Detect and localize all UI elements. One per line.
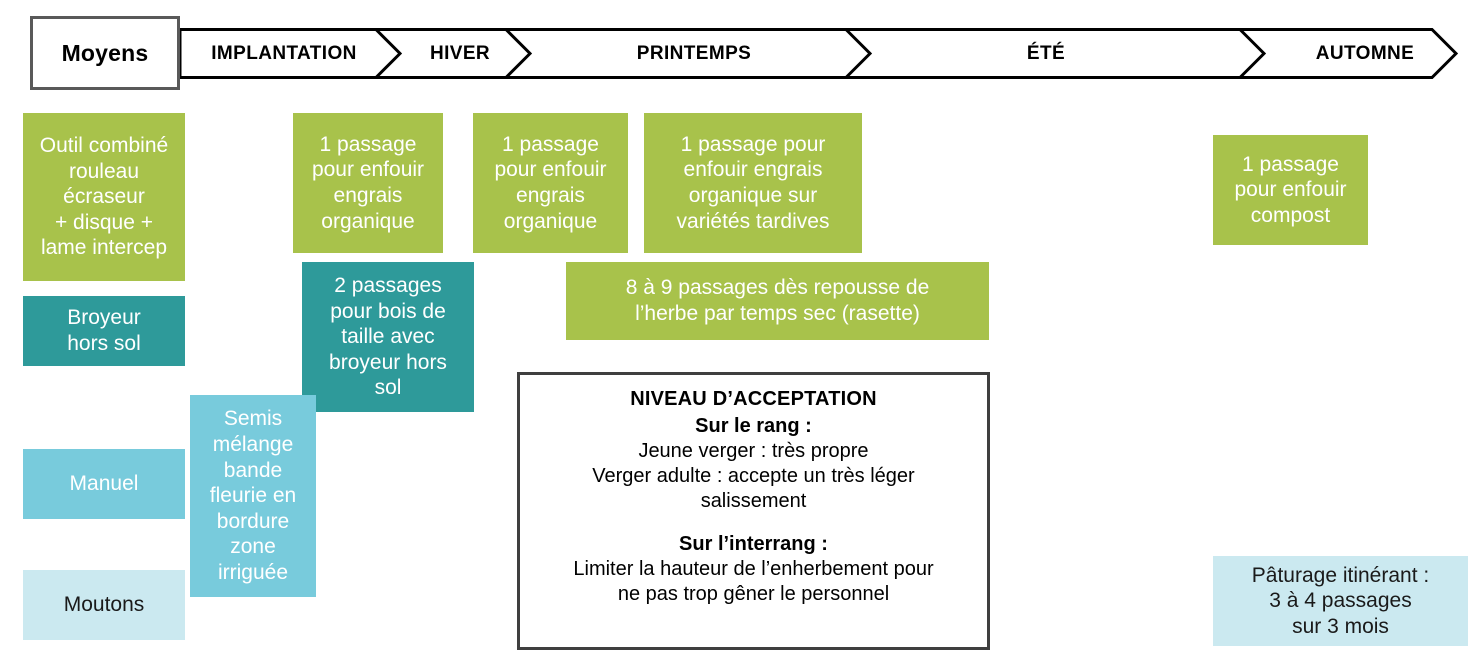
timeline-stage-printemps[interactable]: PRINTEMPS: [636, 42, 752, 64]
acceptance-section1-title: Sur le rang :: [695, 415, 812, 437]
chevron-divider-4: [1238, 28, 1267, 79]
task-block-semis-melange-bande-fleurie[interactable]: Semis mélange bande fleurie en bordure z…: [190, 395, 316, 597]
timeline-stage-implantation[interactable]: IMPLANTATION: [211, 42, 357, 64]
means-block-outil-combine[interactable]: Outil combiné rouleau écraseur + disque …: [23, 113, 185, 281]
timeline-banner: [180, 28, 1460, 79]
means-block-moutons[interactable]: Moutons: [23, 570, 185, 640]
timeline-stage-hiver[interactable]: HIVER: [429, 42, 491, 64]
means-block-broyeur-hors-sol[interactable]: Broyeur hors sol: [23, 296, 185, 366]
chevron-divider-1: [374, 28, 403, 79]
chevron-divider-2: [504, 28, 533, 79]
chevron-divider-3: [844, 28, 873, 79]
task-block-enfouir-engrais-varietes-tardives[interactable]: 1 passage pour enfouir engrais organique…: [644, 113, 862, 253]
task-block-passages-repousse-herbe[interactable]: 8 à 9 passages dès repousse de l’herbe p…: [566, 262, 989, 340]
moyens-title-box: Moyens: [30, 16, 180, 90]
acceptance-section1-line3: salissement: [700, 490, 807, 512]
means-block-manuel[interactable]: Manuel: [23, 449, 185, 519]
acceptance-section1-line2: Verger adulte : accepte un très léger: [592, 465, 915, 487]
acceptance-section2-line2: ne pas trop gêner le personnel: [617, 583, 890, 605]
niveau-acceptation-box: NIVEAU D’ACCEPTATION Sur le rang : Jeune…: [517, 372, 990, 650]
timeline-stage-automne[interactable]: AUTOMNE: [1315, 42, 1415, 64]
task-block-enfouir-engrais-hiver[interactable]: 1 passage pour enfouir engrais organique: [293, 113, 443, 253]
task-block-bois-de-taille-broyeur[interactable]: 2 passages pour bois de taille avec broy…: [302, 262, 474, 412]
acceptance-section2-line1: Limiter la hauteur de l’enherbement pour: [573, 558, 934, 580]
banner-outline: [180, 28, 1459, 79]
task-block-paturage-itinerant[interactable]: Pâturage itinérant : 3 à 4 passages sur …: [1213, 556, 1468, 646]
timeline-stage-ete[interactable]: ÉTÉ: [1026, 42, 1066, 64]
task-block-enfouir-engrais-printemps[interactable]: 1 passage pour enfouir engrais organique: [473, 113, 628, 253]
niveau-acceptation-title: NIVEAU D’ACCEPTATION: [630, 388, 877, 410]
acceptance-section1-line1: Jeune verger : très propre: [638, 440, 869, 462]
acceptance-section2-title: Sur l’interrang :: [679, 533, 828, 555]
task-block-enfouir-compost[interactable]: 1 passage pour enfouir compost: [1213, 135, 1368, 245]
